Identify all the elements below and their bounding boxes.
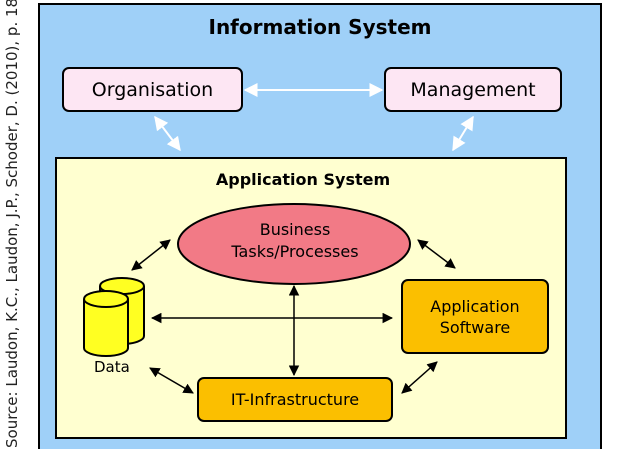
application-system-title: Application System — [215, 170, 391, 189]
it-infrastructure-box: IT-Infrastructure — [197, 377, 393, 422]
application-software-box: Application Software — [401, 279, 549, 354]
data-label: Data — [94, 358, 130, 376]
organisation-label: Organisation — [91, 78, 214, 101]
arrow-business-software — [417, 239, 456, 269]
business-label-line2: Tasks/Processes — [231, 242, 359, 261]
organisation-box: Organisation — [62, 67, 243, 112]
business-processes-ellipse — [177, 203, 411, 285]
business-label-line1: Business — [259, 220, 331, 239]
management-label: Management — [410, 78, 536, 101]
database-icon — [83, 277, 145, 357]
arrow-organisation-application — [154, 115, 181, 152]
arrow-data-infrastructure — [149, 367, 194, 394]
business-processes-label: Business Tasks/Processes — [180, 219, 410, 263]
information-system-title: Information System — [208, 15, 432, 39]
software-label-line2: Software — [439, 317, 511, 337]
software-label-line1: Application — [430, 296, 520, 316]
it-infrastructure-label: IT-Infrastructure — [230, 390, 360, 409]
management-box: Management — [384, 67, 562, 112]
arrow-infrastructure-software — [401, 361, 438, 394]
arrow-management-application — [452, 115, 474, 152]
arrow-data-business — [131, 239, 171, 271]
